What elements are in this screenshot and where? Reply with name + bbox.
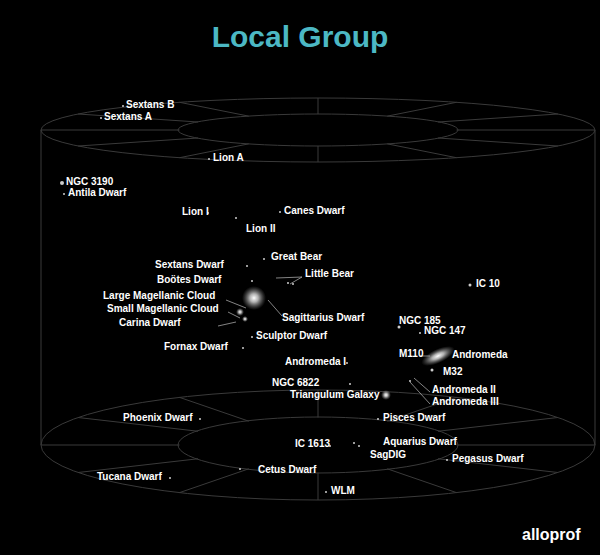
watermark: alloprof <box>522 526 581 544</box>
galaxy-label: Boötes Dwarf <box>157 274 221 286</box>
galaxy-label: M110 <box>399 348 423 360</box>
galaxy-label: NGC 3190 <box>66 176 113 188</box>
galaxy-label: M32 <box>443 366 462 378</box>
galaxy-label: Small Magellanic Cloud <box>107 303 219 315</box>
galaxy-label: Little Bear <box>305 268 354 280</box>
galaxy-label: SagDIG <box>370 449 406 461</box>
grid-spoke <box>78 459 198 473</box>
grid-spoke <box>387 102 456 116</box>
galaxy-label: Aquarius Dwarf <box>383 436 457 448</box>
grid-spoke <box>438 138 558 146</box>
grid-spoke <box>180 102 249 116</box>
galaxy-label: Fornax Dwarf <box>164 341 228 353</box>
galaxy-label: Lion A <box>213 152 244 164</box>
galaxies <box>60 105 472 493</box>
grid-spoke <box>78 138 198 146</box>
grid-spoke <box>387 144 456 158</box>
galaxy-label: Cetus Dwarf <box>258 464 316 476</box>
grid-spoke <box>180 469 249 493</box>
galaxy-label: Lion I <box>182 206 209 218</box>
galaxy-label: Canes Dwarf <box>284 205 345 217</box>
galaxy-label: Great Bear <box>271 251 322 263</box>
galaxy-label: Andromeda I <box>285 356 346 368</box>
grid-spoke <box>41 130 180 131</box>
galaxy-label: Sagittarius Dwarf <box>282 312 364 324</box>
grid-spoke <box>387 469 456 493</box>
galaxy-label: IC 10 <box>476 278 500 290</box>
map-title: Local Group <box>0 20 600 54</box>
leader-lines <box>218 277 430 404</box>
galaxy-label: Carina Dwarf <box>119 317 181 329</box>
galaxy-label: IC 1613 <box>295 438 330 450</box>
grid-spoke <box>457 445 596 446</box>
galaxy-label: Andromeda <box>452 349 508 361</box>
galaxy-label: Triangulum Galaxy <box>290 389 379 401</box>
galaxy-label: Antila Dwarf <box>68 187 126 199</box>
grid-spoke <box>318 473 319 501</box>
grid-spoke <box>41 445 180 446</box>
galaxy-label: NGC 147 <box>424 325 466 337</box>
galaxy-label: Sextans Dwarf <box>155 259 224 271</box>
galaxy-label: NGC 6822 <box>272 377 319 389</box>
grid-spoke <box>318 98 319 114</box>
grid-spoke <box>318 146 319 162</box>
galaxy-label: Sextans A <box>104 111 152 123</box>
grid-spoke <box>438 418 558 432</box>
galaxy-label: Sextans B <box>126 99 174 111</box>
galaxy-label: WLM <box>331 485 355 497</box>
galaxy-label: Sculptor Dwarf <box>256 330 327 342</box>
galaxy-label: Andromeda III <box>432 396 499 408</box>
galaxy-label: Pisces Dwarf <box>383 412 445 424</box>
galaxy-label: Phoenix Dwarf <box>123 412 192 424</box>
grid-spoke <box>457 130 596 131</box>
galaxy-label: Tucana Dwarf <box>97 471 162 483</box>
grid-spoke <box>438 114 558 122</box>
galaxy-label: Lion II <box>246 223 275 235</box>
galaxy-label: Large Magellanic Cloud <box>103 290 215 302</box>
galaxy-label: Pegasus Dwarf <box>452 453 524 465</box>
galaxy-label: Andromeda II <box>432 384 496 396</box>
